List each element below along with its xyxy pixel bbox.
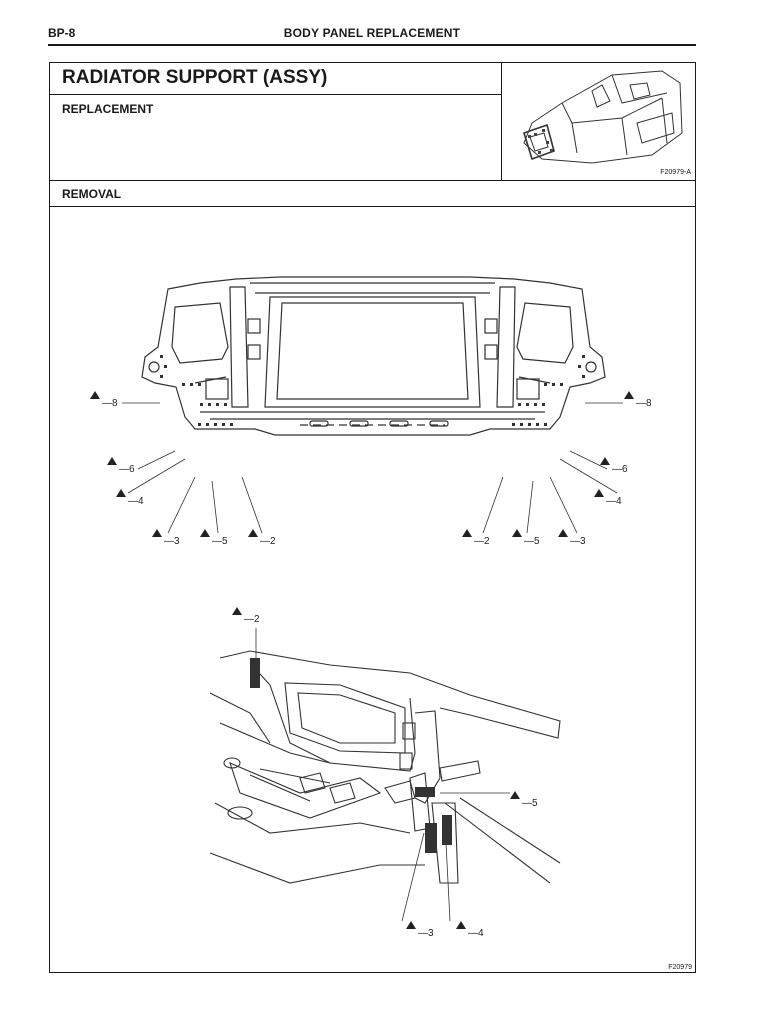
- callout-right-5: —5: [524, 536, 540, 547]
- callout-right-6: —6: [612, 464, 628, 475]
- callout-left-4: —4: [128, 496, 144, 507]
- removal-heading: REMOVAL: [62, 187, 122, 201]
- callout-left-3: —3: [164, 536, 180, 547]
- callout-left-6: —6: [119, 464, 135, 475]
- callout-right-2: —2: [474, 536, 490, 547]
- radiator-support-front-view: [122, 276, 623, 534]
- callout-left-8: —8: [102, 398, 118, 409]
- page-number: BP-8: [48, 26, 76, 40]
- procedure-title: RADIATOR SUPPORT (ASSY): [62, 67, 328, 88]
- front-view-callouts: —8 —6 —4 —3 —5 —2 —8 —6 —4 —2 —5 —3: [90, 391, 652, 547]
- callout-perspective-2: —2: [244, 614, 260, 625]
- title-divider: [50, 94, 501, 95]
- callout-perspective-3: —3: [418, 928, 434, 939]
- section-title: BODY PANEL REPLACEMENT: [283, 26, 461, 40]
- callout-perspective-5: —5: [522, 798, 538, 809]
- callout-right-4: —4: [606, 496, 622, 507]
- removal-divider: [50, 206, 695, 207]
- perspective-view-callouts: —2 —5 —3 —4: [232, 607, 538, 939]
- section-divider: [50, 180, 695, 181]
- callout-left-5: —5: [212, 536, 228, 547]
- thumbnail-code: F20979-A: [660, 169, 691, 176]
- radiator-support-perspective-view: [209, 628, 561, 922]
- title-box: RADIATOR SUPPORT (ASSY) REPLACEMENT: [50, 63, 502, 180]
- header-rule: [48, 44, 696, 46]
- procedure-subtitle: REPLACEMENT: [62, 102, 154, 116]
- page-header: BP-8 BODY PANEL REPLACEMENT: [48, 24, 696, 44]
- procedure-frame: RADIATOR SUPPORT (ASSY) REPLACEMENT: [49, 62, 696, 973]
- callout-perspective-4: —4: [468, 928, 484, 939]
- callout-left-2: —2: [260, 536, 276, 547]
- callout-right-3: —3: [570, 536, 586, 547]
- vehicle-thumbnail: F20979-A: [502, 63, 695, 180]
- callout-right-8: —8: [636, 398, 652, 409]
- vehicle-body-illustration: [523, 70, 683, 164]
- figure-code: F20979: [668, 964, 692, 971]
